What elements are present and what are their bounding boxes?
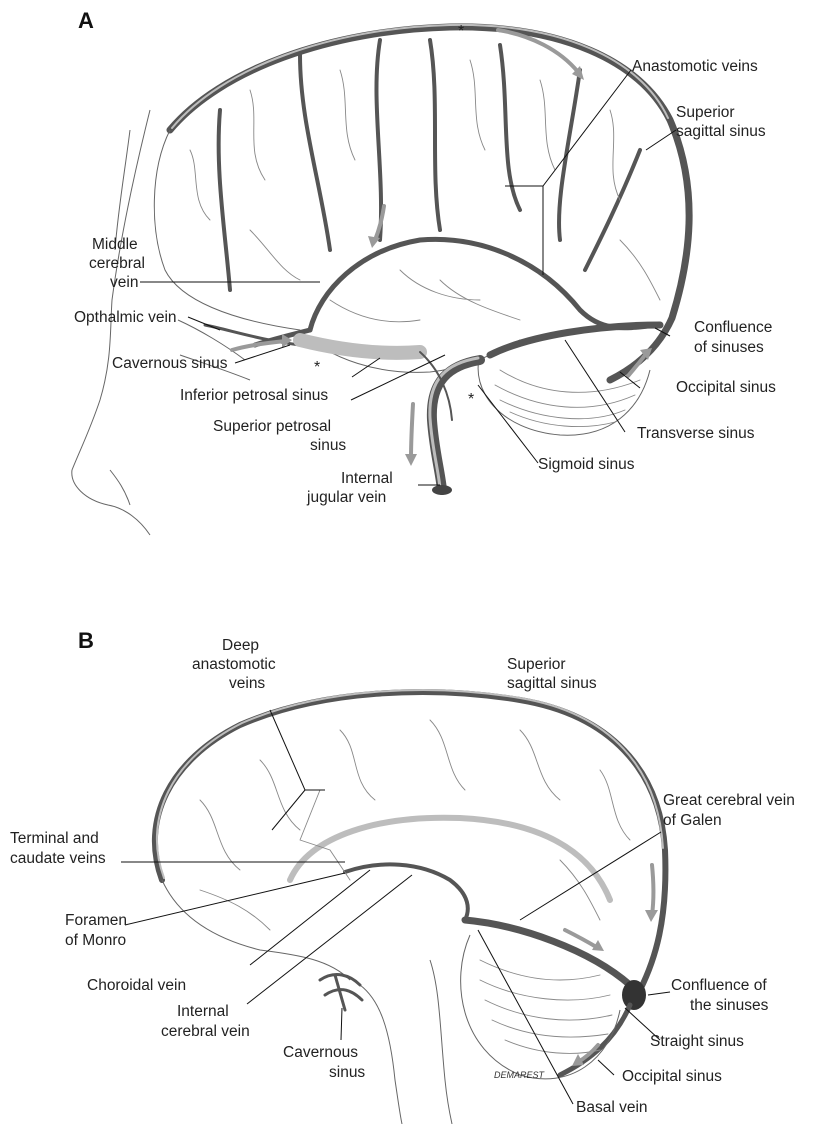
label-superior-petrosal-2: sinus bbox=[310, 437, 346, 454]
asterisk-top: * bbox=[458, 23, 464, 40]
label-great-cerebral-2: of Galen bbox=[663, 812, 722, 829]
face-outline bbox=[71, 109, 251, 536]
brain-medial bbox=[151, 689, 669, 1124]
superior-sagittal-sinus-b bbox=[151, 689, 669, 993]
cavernous-sinus-b bbox=[318, 973, 364, 1012]
panel-b: B bbox=[10, 628, 795, 1124]
label-superior-sagittal-b-1: Superior bbox=[507, 656, 566, 673]
brainstem bbox=[359, 984, 403, 1124]
panel-a: A bbox=[71, 8, 776, 536]
label-cavernous-b-2: sinus bbox=[329, 1064, 365, 1081]
label-internal-jugular-1: Internal bbox=[341, 470, 393, 487]
label-confluence-b-1: Confluence of bbox=[671, 977, 767, 994]
label-occipital-sinus-b: Occipital sinus bbox=[622, 1068, 722, 1085]
panel-a-letter: A bbox=[78, 8, 94, 33]
asterisk-cavernous: * bbox=[314, 359, 320, 376]
leaders-a bbox=[140, 69, 677, 486]
label-anastomotic-veins: Anastomotic veins bbox=[632, 58, 758, 75]
label-middle-cerebral-2: cerebral bbox=[89, 255, 145, 272]
label-foramen-2: of Monro bbox=[65, 932, 126, 949]
labels-b: Deep anastomotic veins Superior sagittal… bbox=[10, 637, 795, 1116]
label-basal-vein: Basal vein bbox=[576, 1099, 648, 1116]
label-straight-sinus: Straight sinus bbox=[650, 1033, 744, 1050]
flow-arrows-b bbox=[563, 863, 658, 1066]
label-great-cerebral-1: Great cerebral vein bbox=[663, 792, 795, 809]
label-superior-sagittal-b-2: sagittal sinus bbox=[507, 675, 597, 692]
brain-lateral bbox=[153, 23, 693, 495]
label-transverse-sinus: Transverse sinus bbox=[637, 425, 755, 442]
label-confluence-a-1: Confluence bbox=[694, 319, 772, 336]
leaders-b bbox=[121, 709, 671, 1105]
label-inferior-petrosal: Inferior petrosal sinus bbox=[180, 387, 328, 404]
internal-jugular-vein bbox=[426, 355, 485, 495]
asterisk-sigmoid: * bbox=[468, 391, 474, 408]
cerebellum-a bbox=[477, 354, 651, 436]
label-occipital-sinus-a: Occipital sinus bbox=[676, 379, 776, 396]
internal-cerebral-vein bbox=[343, 862, 470, 922]
transverse-sinus-a bbox=[486, 321, 664, 359]
occipital-sinus-b bbox=[557, 1002, 633, 1078]
panel-b-letter: B bbox=[78, 628, 94, 653]
label-superior-sagittal-a-1: Superior bbox=[676, 104, 735, 121]
label-sigmoid-sinus: Sigmoid sinus bbox=[538, 456, 635, 473]
label-ophthalmic-vein: Opthalmic vein bbox=[74, 309, 177, 326]
corpus-callosum bbox=[287, 814, 613, 903]
middle-cerebral-vein bbox=[307, 236, 658, 333]
label-cavernous-sinus-a: Cavernous sinus bbox=[112, 355, 228, 372]
label-foramen-1: Foramen bbox=[65, 912, 127, 929]
label-cavernous-b-1: Cavernous bbox=[283, 1044, 358, 1061]
cerebellum-b bbox=[460, 934, 621, 1080]
straight-sinus bbox=[461, 916, 634, 989]
jugular-opening bbox=[432, 485, 452, 495]
label-confluence-b-2: the sinuses bbox=[690, 997, 769, 1014]
label-deep-anastomotic-3: veins bbox=[229, 675, 265, 692]
confluence-b bbox=[622, 980, 646, 1010]
illustrator-signature: DEMAREST bbox=[494, 1070, 546, 1080]
labels-a: Anastomotic veins Superior sagittal sinu… bbox=[74, 58, 776, 506]
label-internal-cerebral-2: cerebral vein bbox=[161, 1023, 250, 1040]
label-confluence-a-2: of sinuses bbox=[694, 339, 764, 356]
label-deep-anastomotic-2: anastomotic bbox=[192, 656, 276, 673]
label-choroidal-vein: Choroidal vein bbox=[87, 977, 186, 994]
label-internal-cerebral-1: Internal bbox=[177, 1003, 229, 1020]
cavernous-sinus-a bbox=[293, 333, 427, 360]
label-internal-jugular-2: jugular vein bbox=[306, 489, 386, 506]
flow-arrows-a bbox=[230, 28, 652, 466]
label-deep-anastomotic-1: Deep bbox=[222, 637, 259, 654]
label-terminal-caudate-2: caudate veins bbox=[10, 850, 106, 867]
label-middle-cerebral-3: vein bbox=[110, 274, 138, 291]
label-superior-sagittal-a-2: sagittal sinus bbox=[676, 123, 766, 140]
label-superior-petrosal-1: Superior petrosal bbox=[213, 418, 331, 435]
label-middle-cerebral-1: Middle bbox=[92, 236, 138, 253]
label-terminal-caudate-1: Terminal and bbox=[10, 830, 99, 847]
